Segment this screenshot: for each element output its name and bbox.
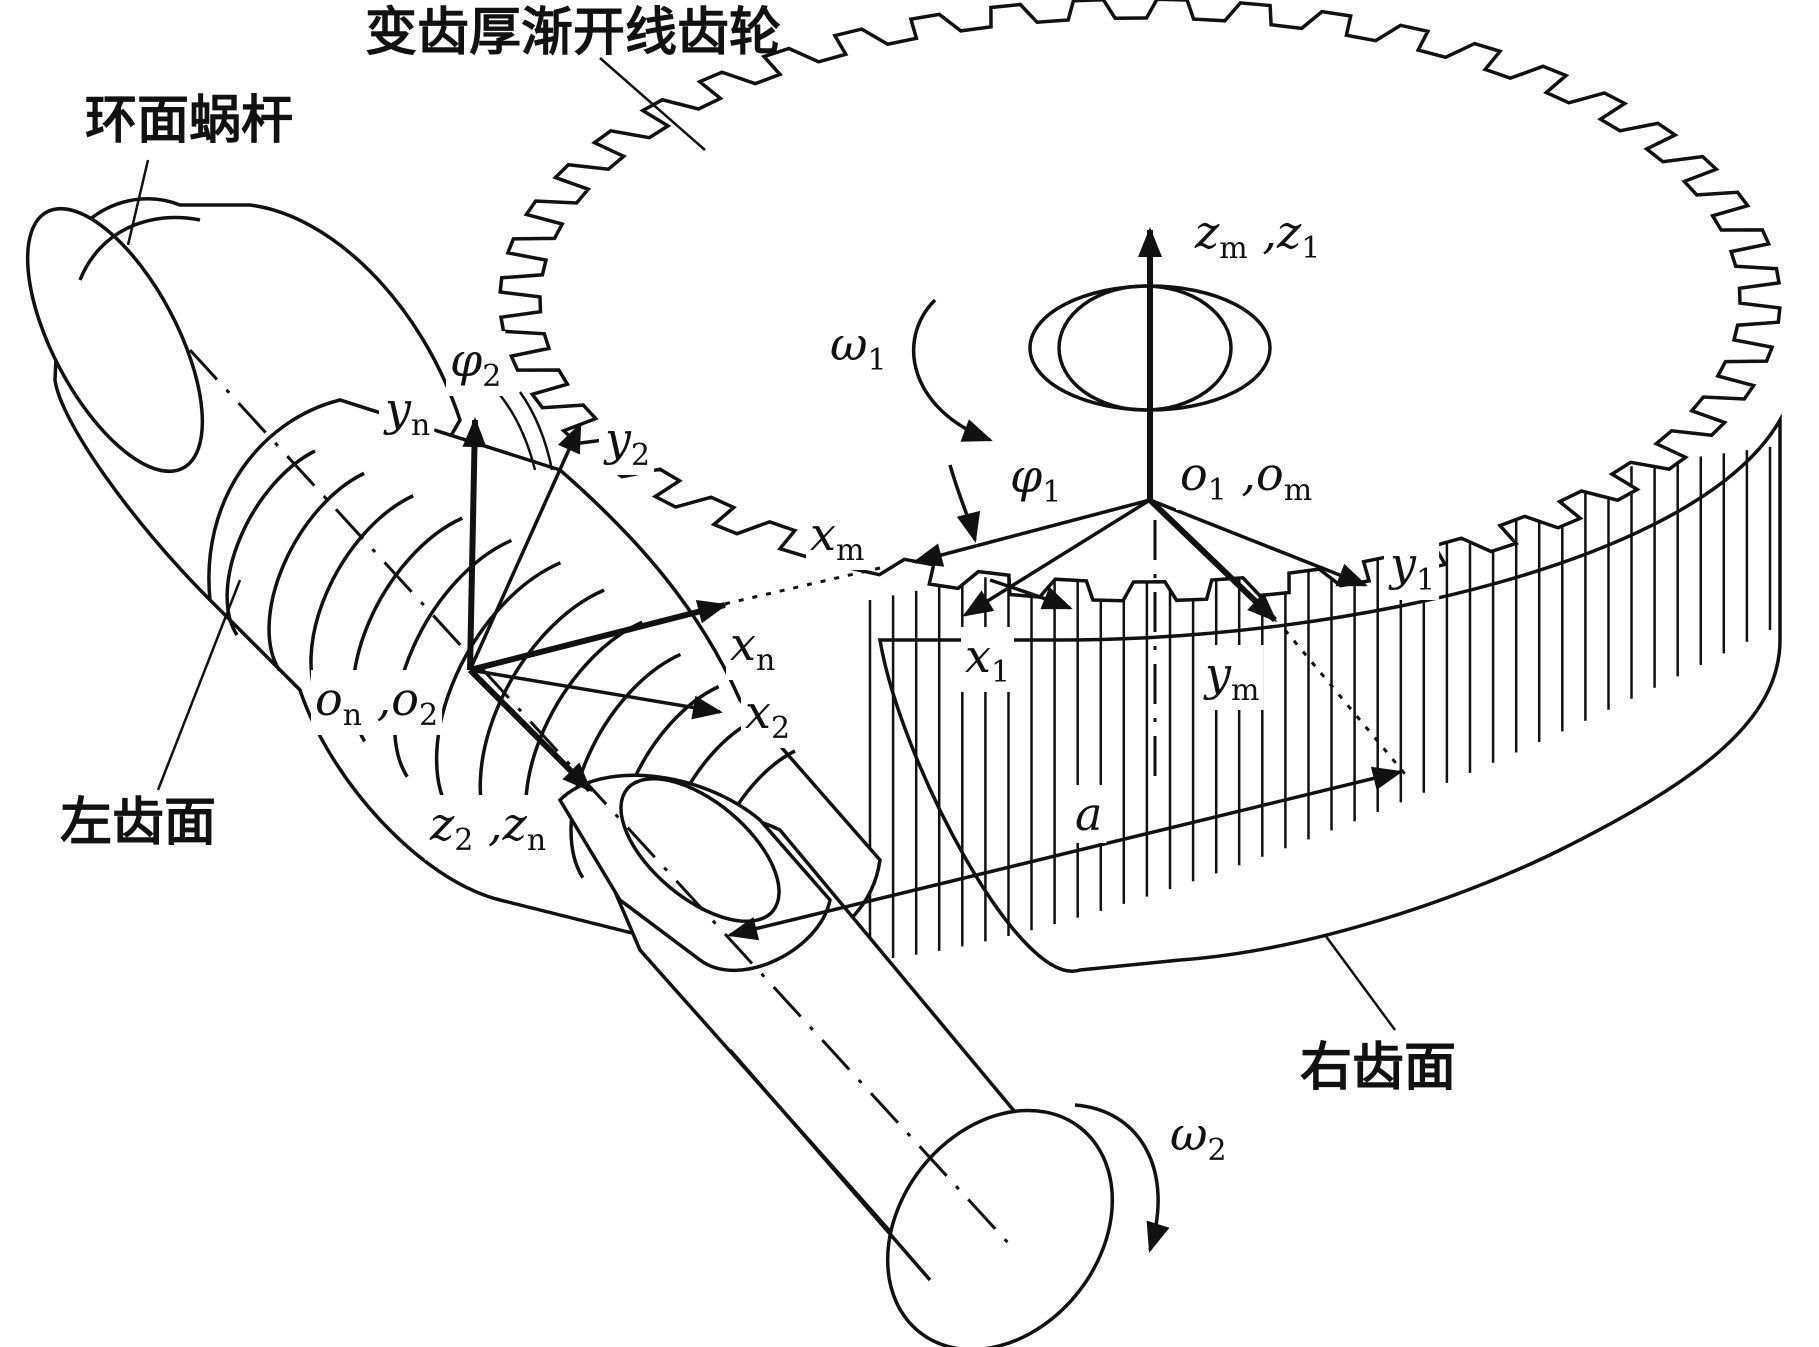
symbol-y1: y1: [1388, 537, 1435, 598]
symbol-a: a: [1075, 787, 1102, 841]
x2-axis-arrow: [469, 668, 723, 720]
coordinate-frames: [126, 57, 1412, 1253]
worm-axis: [188, 348, 1012, 1247]
label-background: [599, 410, 655, 475]
symbol-omega1: ω1: [830, 317, 887, 378]
label-background: [961, 627, 1015, 692]
y2-axis-arrow: [468, 422, 582, 671]
right-flank-leader-line: [1323, 934, 1397, 1031]
label-background: [1006, 447, 1066, 512]
worm-thread-arc: [267, 471, 365, 672]
symbol-xm: xm: [810, 507, 864, 568]
phi1-arc: [948, 464, 981, 543]
worm-left-collar: [78, 215, 201, 281]
x1-axis-arrow: [962, 498, 1151, 617]
xn-axis-arrow: [469, 600, 728, 673]
label-background: [741, 683, 795, 748]
zn-axis-arrow: [467, 667, 593, 793]
label-background: [726, 615, 780, 680]
omega1-rotation-arrow: [911, 298, 993, 442]
symbol-o1-om: o1 ,om: [1180, 447, 1312, 508]
yn-axis-arrow: [462, 417, 487, 671]
worm-label: 环面蜗杆: [85, 91, 293, 151]
symbol-phi1: φ1: [1010, 449, 1061, 510]
symbol-zm-z1: zm ,z1: [1194, 205, 1320, 266]
symbol-xn: xn: [730, 617, 775, 678]
label-background: [1384, 535, 1440, 600]
labels: 变齿厚渐开线齿轮 环面蜗杆 左齿面 右齿面: [60, 3, 1456, 1098]
label-background: [1190, 203, 1325, 268]
xm-dotted: [719, 566, 881, 607]
label-background: [1176, 445, 1317, 510]
worm-left-end: [25, 206, 205, 474]
centre-distance-arrow: [727, 766, 1403, 941]
label-background: [826, 315, 891, 380]
symbol-omega2: ω2: [1170, 1107, 1227, 1168]
phi2-arc: [499, 391, 554, 471]
label-background: [446, 331, 506, 396]
worm-leader-line: [126, 159, 150, 246]
symbol-x2: x2: [745, 685, 790, 746]
label-background: [425, 795, 551, 860]
label-background: [1166, 1105, 1231, 1170]
omega2-rotation-arrow: [1074, 1103, 1170, 1253]
xm-axis-arrow: [912, 498, 1151, 567]
ym-dotted: [1283, 629, 1412, 781]
symbol-phi2: φ2: [450, 333, 501, 394]
symbol-yn: yn: [383, 382, 430, 443]
y1-axis-arrow: [1149, 498, 1368, 587]
symbol-ym: ym: [1203, 647, 1259, 708]
symbol-on-o2: on ,o2: [315, 672, 438, 733]
worm-thread-arc: [569, 652, 682, 879]
label-background: [806, 505, 869, 570]
worm-thread-arc: [225, 449, 316, 636]
gear-leader-line: [599, 57, 706, 151]
label-background: [1071, 785, 1107, 843]
symbol-x1: x1: [965, 629, 1010, 690]
worm-shaft-end: [885, 1108, 1115, 1347]
worm-thread-arc: [393, 538, 513, 778]
ym-axis-arrow: [1147, 497, 1278, 623]
left-flank-leader-line: [156, 579, 242, 791]
label-background: [379, 380, 435, 445]
label-background: [311, 670, 443, 735]
gear-hub-inner: [1057, 284, 1233, 412]
phi1-arc-2: [989, 578, 1073, 610]
gear-top-face: [498, 0, 1782, 603]
symbol-z2-zn: z2 ,zn: [429, 797, 546, 858]
gear-label: 变齿厚渐开线齿轮: [365, 3, 781, 63]
right-flank-label: 右齿面: [1300, 1038, 1456, 1098]
symbol-labels: zm ,z1 ω1 o1 ,om φ1 φ2 yn y2 xm y1 xn x1 ym on ,o2 x2…: [311, 203, 1440, 1170]
worm: [25, 197, 1115, 1347]
symbol-y2: y2: [603, 412, 650, 473]
worm-shaft-edge: [728, 1048, 932, 1282]
worm-thread-arc: [434, 561, 562, 814]
label-background: [1199, 645, 1264, 710]
left-flank-label: 左齿面: [60, 793, 216, 853]
